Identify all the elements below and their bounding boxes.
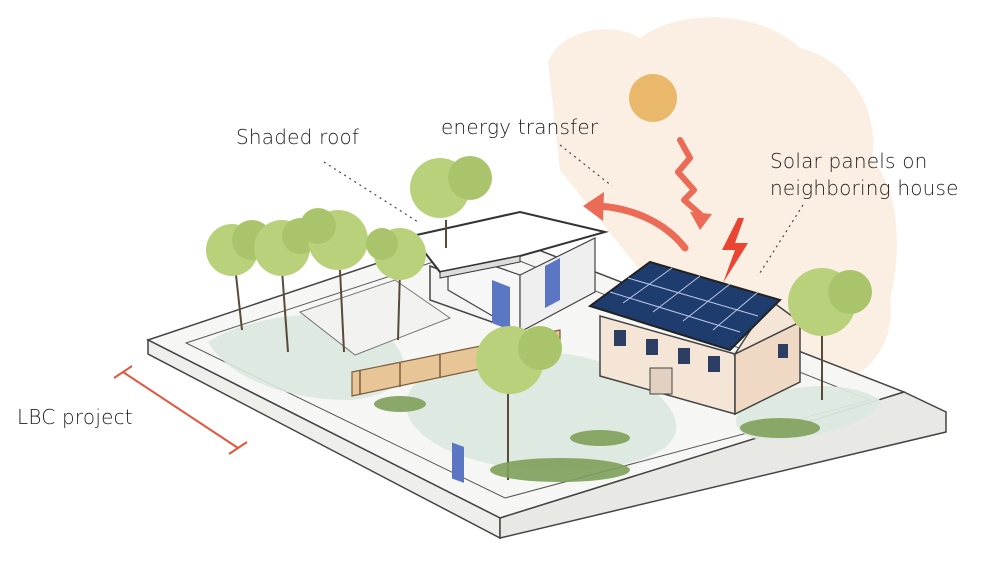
shaded-roof-leader xyxy=(323,161,419,223)
curved-arrow-icon xyxy=(594,202,689,252)
sun-ray-squiggle xyxy=(675,137,703,217)
neighboring-house xyxy=(587,260,802,416)
lbc-bracket xyxy=(113,365,248,455)
tree xyxy=(300,208,368,353)
trees xyxy=(206,156,872,480)
sun-icon xyxy=(629,74,677,122)
tree xyxy=(410,156,492,248)
patio xyxy=(298,279,452,356)
lbc-project-label: LBC project xyxy=(17,405,133,429)
sun-ray-head xyxy=(690,212,712,230)
tree xyxy=(788,268,872,400)
shaded-roof-label: Shaded roof xyxy=(236,125,360,149)
energy-transfer-label: energy transfer xyxy=(441,115,599,139)
solar-panels-label-line2: neighboring house xyxy=(770,176,959,200)
solar-panel-roof xyxy=(587,260,782,352)
shrubs xyxy=(374,396,820,482)
energy-transfer-leader xyxy=(559,144,613,187)
curved-arrow-head xyxy=(583,192,604,221)
lightning-bolt-icon xyxy=(722,218,748,283)
solar-panels-label: Solar panels on neighboring house xyxy=(770,148,959,202)
tree xyxy=(366,228,426,341)
shaded-roof xyxy=(410,210,609,274)
solar-panels-label-line1: Solar panels on xyxy=(770,149,928,173)
lbc-building xyxy=(410,210,609,483)
solar-panels-leader xyxy=(757,204,804,277)
solar-panel-grid xyxy=(609,267,759,333)
